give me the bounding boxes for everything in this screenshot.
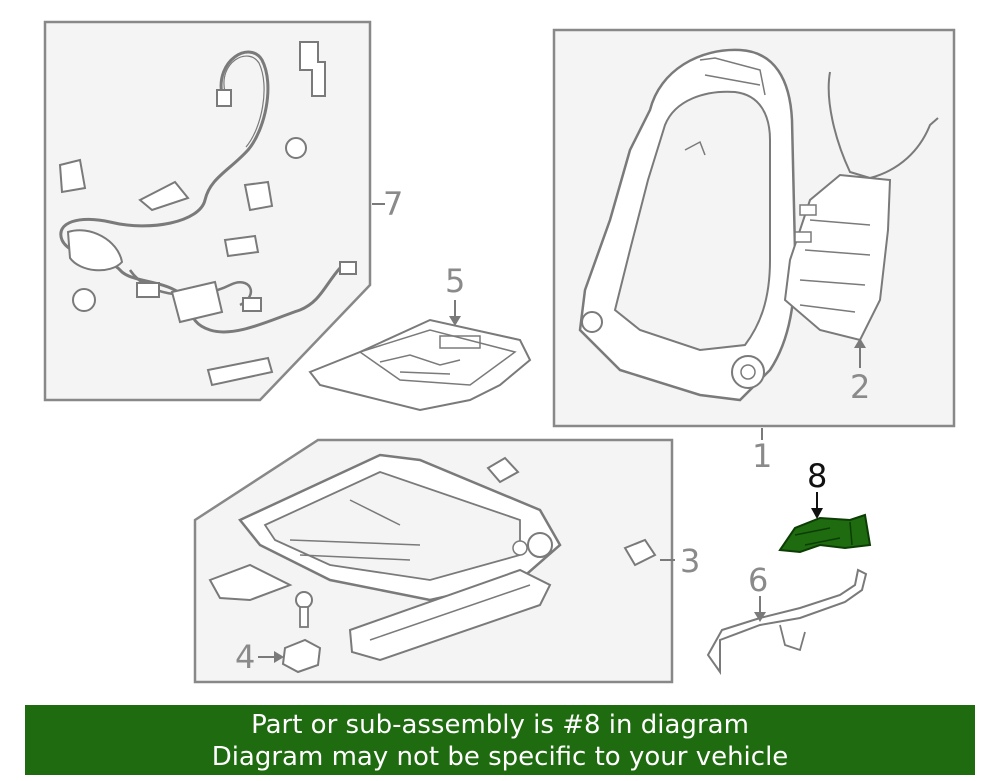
rod-assembly-part (706, 568, 868, 676)
callout-2: 2 (850, 368, 870, 406)
harness-group-panel (43, 20, 385, 402)
callout-1: 1 (752, 437, 772, 475)
info-banner: Part or sub-assembly is #8 in diagram Di… (25, 705, 975, 775)
callout-3: 3 (680, 542, 700, 580)
callout-5: 5 (445, 262, 465, 300)
seat-track-panel (193, 438, 675, 684)
callout-6: 6 (748, 561, 768, 599)
seat-back-panel (552, 28, 956, 440)
callout-4: 4 (235, 638, 255, 676)
banner-line-2: Diagram may not be specific to your vehi… (211, 742, 789, 772)
highlighted-part-8 (778, 492, 872, 554)
banner-line-1: Part or sub-assembly is #8 in diagram (251, 710, 749, 740)
cushion-pan-part (308, 300, 532, 412)
callout-8: 8 (807, 457, 827, 495)
callout-7: 7 (383, 185, 403, 223)
